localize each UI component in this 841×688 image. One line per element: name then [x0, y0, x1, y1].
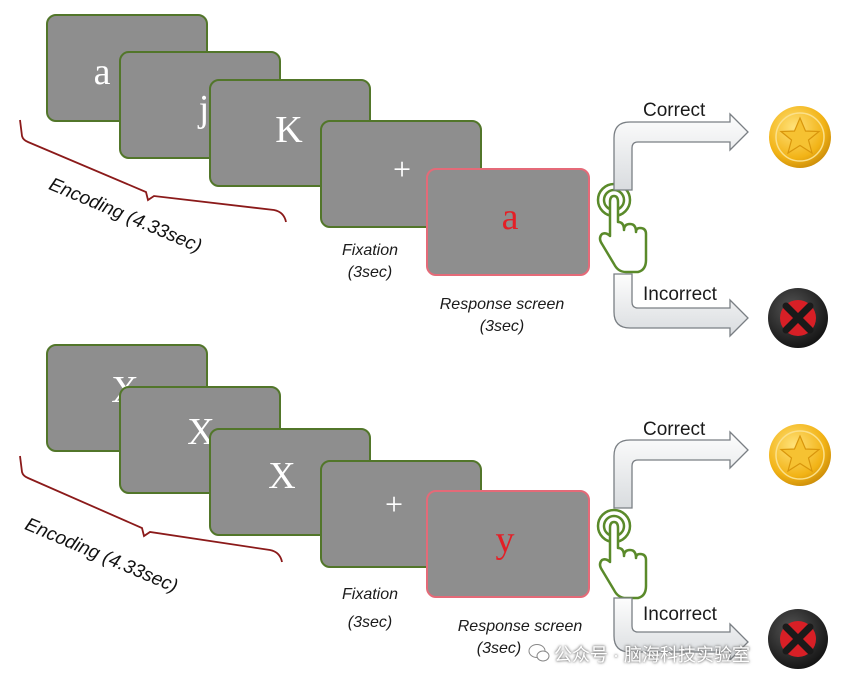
encoding-letter: j [198, 88, 210, 130]
watermark-text: 公众号 · 脑海科技实验室 [554, 645, 750, 665]
response-card: y [426, 490, 590, 598]
response-letter: a [501, 196, 519, 238]
red-x-button-icon [768, 609, 828, 669]
encoding-brace [19, 119, 287, 223]
encoding-letter: a [93, 51, 111, 93]
curved-arrow-icon [613, 430, 749, 509]
incorrect-label: Incorrect [643, 284, 717, 305]
gold-star-coin-icon [769, 106, 831, 168]
curved-arrow-icon [613, 273, 749, 338]
response-label: Response screen (3sec) [440, 616, 600, 660]
gold-star-coin-icon [769, 424, 831, 486]
encoding-letter: X [268, 455, 296, 497]
response-label-line2: (3sec) [476, 640, 522, 657]
fixation-label: Fixation (3sec) [330, 240, 410, 284]
fixation-cross: + [384, 485, 404, 522]
response-label-line1: Response screen [439, 296, 565, 313]
response-label-line2: (3sec) [479, 318, 525, 335]
fixation-label-line1: Fixation [341, 586, 399, 603]
fixation-label-line1: Fixation [341, 242, 399, 259]
trial-panel-bottom: X X X + y Encoding (4.33sec) Fixation (3… [0, 330, 841, 670]
encoding-letter: K [275, 109, 303, 151]
curved-arrow-icon [613, 112, 749, 191]
curved-arrow-icon [613, 597, 749, 662]
fixation-label: Fixation (3sec) [330, 584, 410, 634]
correct-label: Correct [643, 419, 706, 440]
watermark: 公众号 · 脑海科技实验室 [526, 641, 750, 667]
response-label-line1: Response screen [457, 618, 583, 635]
correct-label: Correct [643, 100, 706, 121]
response-card: a [426, 168, 590, 276]
encoding-brace [19, 455, 283, 563]
fixation-cross: + [392, 150, 412, 187]
fixation-label-line2: (3sec) [347, 614, 393, 631]
red-x-button-icon [768, 288, 828, 348]
finger-tap-icon [596, 182, 648, 274]
trial-panel-top: a j K + a Encoding (4.33sec) Fixation (3… [0, 0, 841, 348]
response-letter: y [495, 519, 515, 561]
incorrect-label: Incorrect [643, 604, 717, 625]
wechat-icon [528, 644, 550, 662]
response-label: Response screen (3sec) [422, 294, 582, 338]
fixation-label-line2: (3sec) [347, 264, 393, 281]
finger-tap-icon [596, 508, 648, 600]
